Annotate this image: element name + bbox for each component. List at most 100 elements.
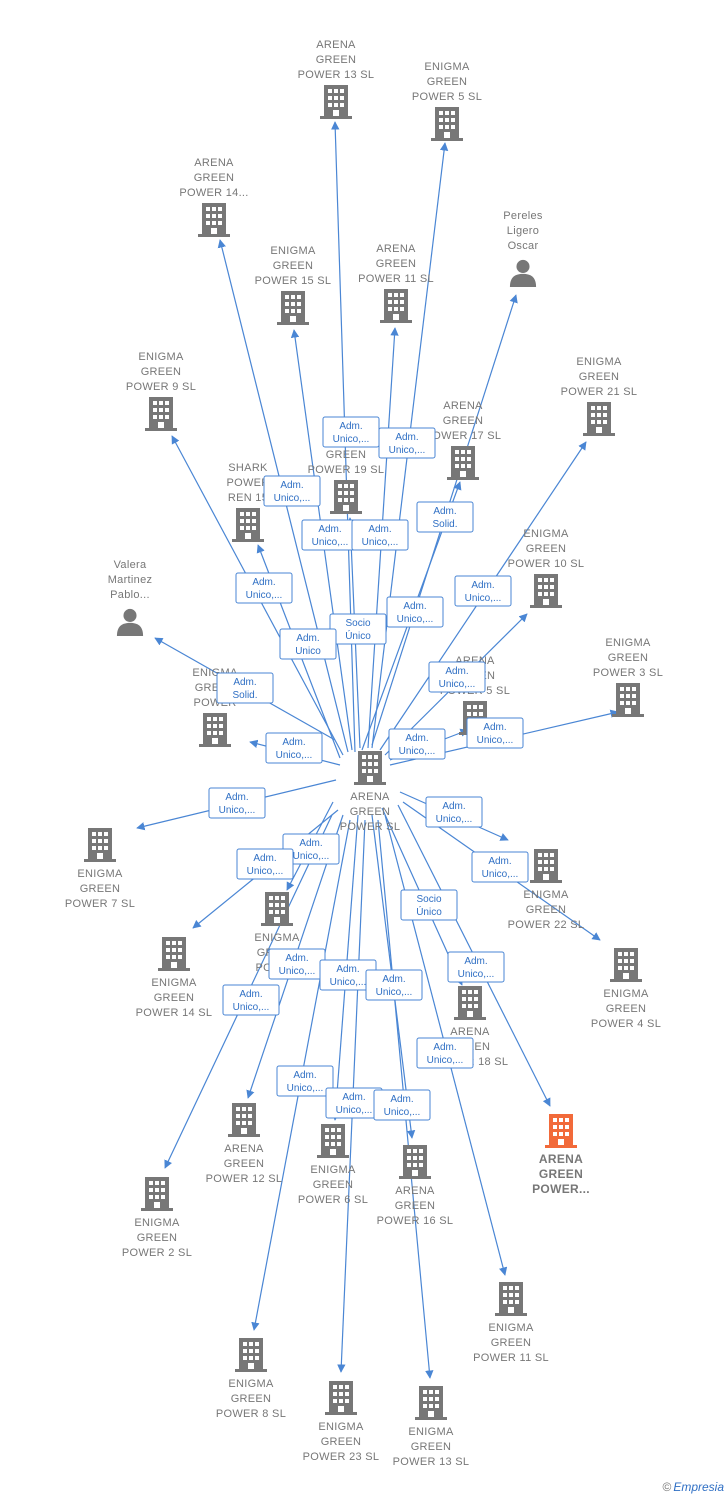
node-label-line: ENIGMA [310,1164,356,1176]
edge-label-n1[interactable]: Adm.Unico,... [322,416,380,448]
edge-label-n28[interactable]: Adm.Unico,... [416,1037,474,1069]
edge-label-n17[interactable]: Adm.Unico,... [208,787,266,819]
edge-label-n20[interactable]: Adm.Unico,... [236,848,294,880]
edge-label-n24[interactable]: Adm.Unico,... [319,959,377,991]
node-label-line: GREEN [273,260,314,272]
edge-label-text: Único [345,629,371,642]
footer-brand[interactable]: ©Empresia [662,1480,724,1494]
edge-label-box [400,889,458,921]
building-icon [612,683,644,717]
edge-label-text: Unico [295,646,321,657]
node-label-line: ARENA [450,1026,490,1038]
node-label-line: POWER 22 SL [508,919,585,931]
node-label-line: Ligero [507,225,539,237]
building-icon [232,508,264,542]
edge-label-n29[interactable]: Adm.Unico,... [276,1065,334,1097]
node-label-line: POWER 12 SL [206,1173,283,1185]
edge-label-text: Adm. [442,801,465,812]
node-label-line: GREEN [313,1179,354,1191]
edge-label-n19[interactable]: Adm.Unico,... [282,833,340,865]
edge-label-n27[interactable]: Adm.Unico,... [222,984,280,1016]
node-label-line: GREEN [491,1337,532,1349]
edge-label-box [378,427,436,459]
building-icon [235,1338,267,1372]
edge-label-n13[interactable]: Adm.Solid. [216,672,274,704]
edge-label-n8[interactable]: Adm.Unico,... [454,575,512,607]
node-label-line: GREEN [376,258,417,270]
edge-label-n16[interactable]: Adm.Unico,... [388,728,446,760]
edge-label-n2[interactable]: Adm.Unico,... [378,427,436,459]
edge-label-n26[interactable]: Adm.Unico,... [447,951,505,983]
edge-label-text: Unico,... [427,1055,464,1066]
node-label-line: Oscar [508,240,539,252]
building-icon [415,1386,447,1420]
node-label-line: POWER 13 SL [298,69,375,81]
edge-label-n23[interactable]: Adm.Unico,... [268,948,326,980]
edge-label-n10[interactable]: Adm.Unico,... [386,596,444,628]
edge-label-n14[interactable]: Adm.Unico,... [466,717,524,749]
edge-label-n6[interactable]: Adm.Unico,... [351,519,409,551]
node-label-line: GREEN [579,371,620,383]
building-icon [277,291,309,325]
node-label-line: POWER SL [340,821,400,833]
node-label-line: ENIGMA [228,1378,274,1390]
node-label-line: ENIGMA [408,1426,454,1438]
edge-label-n3[interactable]: Adm.Unico,... [263,475,321,507]
edge-label-n31[interactable]: Adm.Unico,... [373,1089,431,1121]
edge-label-box [471,851,529,883]
edge-label-box [425,796,483,828]
edge-label-n21[interactable]: Adm.Unico,... [471,851,529,883]
person-icon [116,608,144,636]
edge-label-text: Adm. [368,524,391,535]
edge-label-text: Unico,... [274,493,311,504]
edge-label-n5[interactable]: Adm.Unico,... [301,519,359,551]
building-icon [330,480,362,514]
node-label-line: POWER 10 SL [508,558,585,570]
edge-label-n25[interactable]: Adm.Unico,... [365,969,423,1001]
node-label-line: POWER 8 SL [216,1408,286,1420]
node-n13[interactable]: ValeraMartinezPablo... [108,559,153,636]
node-n26[interactable]: ARENAGREENPOWER... [532,1114,590,1196]
edge-label-n15[interactable]: Adm.Unico,... [265,732,323,764]
node-label-line: ENIGMA [77,868,123,880]
edge-label-n4[interactable]: Adm.Solid. [416,501,474,533]
edge-label-n18[interactable]: Adm.Unico,... [425,796,483,828]
edge-label-n11[interactable]: Adm.Unico [279,628,337,660]
edge-label-box [279,628,337,660]
edge-label-text: Unico,... [482,869,519,880]
edge-label-text: Unico,... [477,735,514,746]
edge-label-n12[interactable]: Adm.Unico,... [428,661,486,693]
building-icon [583,402,615,436]
edge-label-text: Adm. [239,989,262,1000]
edge-label-n7[interactable]: Adm.Unico,... [235,572,293,604]
edge-label-text: Adm. [445,666,468,677]
